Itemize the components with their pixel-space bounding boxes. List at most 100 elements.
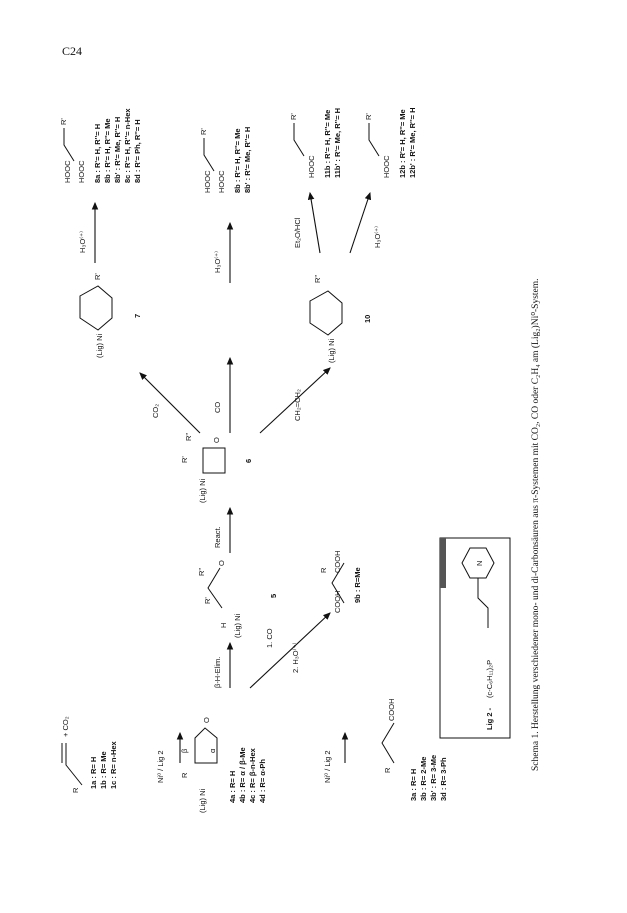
compound-12: HOOC R' 12b : R'= H, R''= Me 12b' : R'= … (364, 108, 417, 179)
svg-text:R'': R'' (184, 432, 193, 441)
scheme-caption: Schema 1. Herstellung verschiedener mono… (530, 278, 541, 771)
label-3d: 3d : R= 3-Ph (439, 757, 448, 801)
arrow-5-to-6: React. (213, 506, 234, 553)
svg-text:2. H₃O⁽⁺⁾: 2. H₃O⁽⁺⁾ (291, 643, 300, 673)
arrow-4-to-9b: 1. CO 2. H₃O⁽⁺⁾ (249, 612, 331, 689)
svg-text:O: O (202, 717, 211, 723)
label-1c: 1c : R= n-Hex (109, 740, 118, 789)
svg-text:React.: React. (213, 526, 222, 548)
compound-4: R β α O (Lig) Ni 4a : R= H 4b : R= α / β… (180, 717, 267, 813)
arrow-6-to-7: CO₂ (139, 372, 201, 434)
svg-text:N: N (475, 561, 484, 566)
svg-text:O: O (212, 437, 221, 443)
svg-text:R': R' (289, 113, 298, 120)
label-3b-prime: 3b' : R= 3-Me (429, 755, 438, 801)
label-8b-prime-2: 8b' : R'= Me, R''= H (243, 127, 252, 193)
compound-6: (Lig) Ni O R' R'' 6 (180, 432, 253, 503)
svg-text:COOH: COOH (333, 551, 342, 574)
label-5: 5 (269, 594, 278, 598)
svg-text:(Lig) Ni: (Lig) Ni (198, 788, 207, 813)
svg-text:R': R' (364, 113, 373, 120)
svg-text:CO₂: CO₂ (151, 404, 160, 418)
svg-text:(Lig) Ni: (Lig) Ni (198, 478, 207, 503)
svg-text:Et₂O/HCl: Et₂O/HCl (293, 217, 302, 248)
svg-text:H₃O⁽⁺⁾: H₃O⁽⁺⁾ (213, 251, 222, 273)
lig-formula: (c-C₆H₁₁)₂P (485, 660, 494, 698)
svg-text:1. CO: 1. CO (265, 628, 274, 648)
compound-1: R + CO₂ 1a : R= H 1b : R= Me 1c : R= n-H… (61, 716, 118, 793)
svg-text:(Lig) Ni: (Lig) Ni (95, 333, 104, 358)
label-3a: 3a : R= H (409, 769, 418, 801)
label-8b-prime: 8b' : R'= Me, R''= H (113, 117, 122, 183)
label-8b-2: 8b : R'= H, R''= Me (233, 128, 242, 193)
svg-text:HOOC: HOOC (63, 160, 72, 183)
svg-text:(Lig) Ni: (Lig) Ni (327, 338, 336, 363)
svg-text:HOOC: HOOC (77, 160, 86, 183)
label-9b: 9b : R=Me (353, 567, 362, 603)
svg-text:R': R' (59, 118, 68, 125)
label-6: 6 (244, 459, 253, 463)
label-8d: 8d : R'= Ph, R''= H (133, 119, 142, 183)
label-4a: 4a : R= H (228, 771, 237, 803)
svg-text:R: R (383, 767, 392, 773)
label-12b-prime: 12b' : R'= Me, R''= H (408, 108, 417, 179)
label-11b-prime: 11b' : R'= Me, R''= H (333, 108, 342, 178)
svg-text:HOOC: HOOC (382, 155, 391, 178)
label-4c: 4c : R= β-n-Hex (248, 747, 257, 803)
svg-text:COOH: COOH (387, 699, 396, 722)
svg-text:Ni⁰ / Lig 2: Ni⁰ / Lig 2 (323, 750, 332, 783)
svg-text:R': R' (203, 597, 212, 604)
label-7: 7 (133, 314, 142, 318)
page-label: C24 (62, 44, 83, 58)
svg-text:+ CO₂: + CO₂ (61, 716, 70, 737)
label-10: 10 (363, 315, 372, 323)
label-4b: 4b : R= α / β-Me (238, 747, 247, 803)
compound-9b: COOH COOH R 9b : R=Me (319, 551, 362, 614)
arrow-10-to-11: Et₂O/HCl (293, 191, 321, 254)
label-4d: 4d : R= α-Ph (258, 759, 267, 803)
compound-8b: HOOC HOOC R' 8b : R'= H, R''= Me 8b' : R… (199, 127, 252, 193)
arrow-4-to-5: β-H-Elim. (213, 641, 234, 688)
svg-text:CH₂=CH₂: CH₂=CH₂ (293, 389, 302, 421)
compound-3: R COOH 3a : R= H 3b : R= 2-Me 3b' : R= 3… (381, 699, 448, 801)
label-11b: 11b : R'= H, R''= Me (323, 110, 332, 178)
arrow-1-to-4: Ni⁰ / Lig 2 (156, 731, 184, 783)
svg-text:R'': R'' (197, 567, 206, 576)
svg-text:R: R (180, 772, 189, 778)
svg-text:R'': R'' (313, 274, 322, 283)
svg-text:R': R' (199, 128, 208, 135)
lig-title: Lig 2 - (485, 707, 494, 730)
arrow-6-to-8b: CO (213, 356, 234, 433)
svg-text:α: α (208, 748, 217, 753)
svg-text:COOH: COOH (333, 591, 342, 614)
svg-text:CO: CO (213, 402, 222, 413)
label-3b: 3b : R= 2-Me (419, 757, 428, 801)
arrow-6-to-10: CH₂=CH₂ (259, 367, 331, 434)
label-1b: 1b : R= Me (99, 751, 108, 789)
label-8c: 8c : R'= H, R''= n-Hex (123, 108, 132, 183)
svg-text:R': R' (180, 456, 189, 463)
svg-text:H₃O⁽⁺⁾: H₃O⁽⁺⁾ (373, 226, 382, 248)
label-1a: 1a : R= H (89, 757, 98, 789)
compound-11: HOOC R' 11b : R'= H, R''= Me 11b' : R'= … (289, 108, 342, 178)
ligand-box: Lig 2 - (c-C₆H₁₁)₂P N (439, 537, 511, 739)
compound-8a: HOOC HOOC R' 8a : R'= H, R''= H 8b : R'=… (59, 108, 142, 183)
arrow-10-to-12: H₃O⁽⁺⁾ (349, 191, 382, 254)
svg-text:HOOC: HOOC (203, 170, 212, 193)
svg-text:HOOC: HOOC (307, 155, 316, 178)
svg-text:β-H-Elim.: β-H-Elim. (213, 657, 222, 688)
svg-text:HOOC: HOOC (217, 170, 226, 193)
svg-text:O: O (217, 560, 226, 566)
svg-text:β: β (180, 748, 189, 753)
label-12b: 12b : R'= H, R''= Me (398, 109, 407, 178)
compound-7: (Lig) Ni R' 7 (79, 273, 142, 358)
svg-text:R: R (319, 567, 328, 573)
compound-10: (Lig) Ni R'' 10 (309, 274, 372, 363)
arrow-3-to-4: Ni⁰ / Lig 2 (323, 731, 349, 783)
label-8a: 8a : R'= H, R''= H (93, 124, 102, 183)
svg-text:Ni⁰ / Lig 2: Ni⁰ / Lig 2 (156, 750, 165, 783)
svg-text:(Lig) Ni: (Lig) Ni (233, 613, 242, 638)
svg-text:H: H (219, 623, 228, 628)
svg-text:R': R' (93, 273, 102, 280)
